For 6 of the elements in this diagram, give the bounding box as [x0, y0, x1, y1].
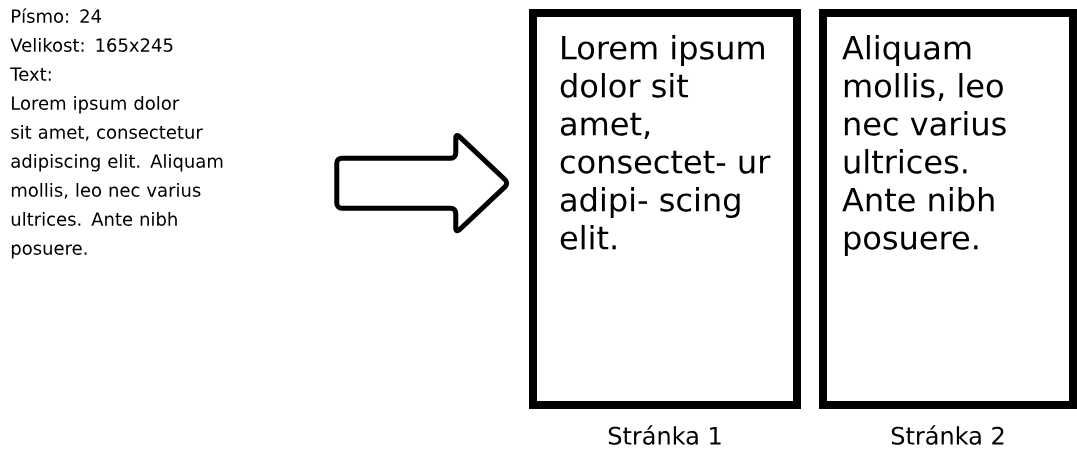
page-box: Aliquam mollis, leo nec varius ultrices. Ante nibh posuere.	[819, 9, 1077, 409]
block-arrow	[334, 133, 510, 234]
page-caption: Stránka 1	[608, 425, 721, 445]
spec-text: Písmo: 24 Velikost: 165x245 Text: Lorem ipsum dolor sit amet, consectetur adipiscing elit. Aliquam mollis, leo nec varius ultrices. Ante nibh posuere.	[10, 8, 223, 259]
page-box: Lorem ipsum dolor sit amet, consectet- ur adipi- scing elit.	[529, 9, 801, 409]
page-caption: Stránka 2	[891, 425, 1004, 445]
